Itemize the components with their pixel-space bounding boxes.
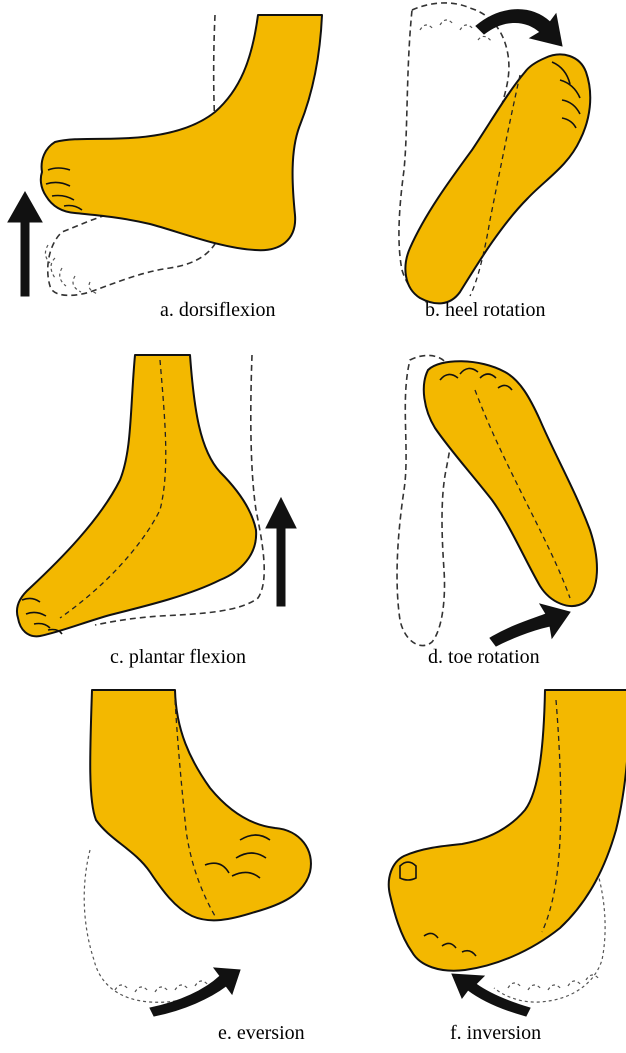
caption-dorsiflexion: a. dorsiflexion: [160, 300, 276, 320]
panel-heel-rotation: b. heel rotation: [380, 0, 626, 350]
toe-rotation-arrow-icon: [490, 604, 570, 646]
caption-plantar-flexion: c. plantar flexion: [110, 647, 246, 667]
panel-toe-rotation: d. toe rotation: [380, 350, 626, 690]
plantar-flexion-foot: [17, 355, 256, 636]
eversion-foot: [90, 690, 311, 920]
inversion-ghost-toes: [508, 975, 600, 990]
dorsiflexion-arrow-icon: [8, 192, 42, 296]
panel-eversion: e. eversion: [0, 690, 320, 1053]
inversion-illustration: [380, 690, 626, 1010]
heel-rotation-illustration: [380, 0, 626, 300]
plantar-flexion-illustration: [0, 350, 320, 650]
inversion-foot: [389, 690, 626, 971]
dorsiflexion-illustration: [0, 0, 320, 300]
eversion-illustration: [0, 690, 320, 1010]
heel-rotation-arrow-icon: [476, 10, 562, 46]
inversion-arrow-icon: [452, 974, 530, 1016]
heel-rotation-foot: [405, 54, 590, 303]
caption-heel-rotation: b. heel rotation: [425, 300, 546, 320]
dorsiflexion-foot: [41, 15, 322, 250]
plantar-flexion-arrow-icon: [266, 498, 296, 606]
eversion-ghost-toes: [115, 981, 209, 992]
dorsiflexion-ghost-toes: [45, 245, 98, 294]
eversion-arrow-icon: [150, 968, 240, 1016]
caption-inversion: f. inversion: [450, 1023, 541, 1043]
panel-dorsiflexion: a. dorsiflexion: [0, 0, 320, 350]
panel-inversion: f. inversion: [380, 690, 626, 1053]
toe-rotation-illustration: [380, 350, 626, 650]
panel-plantar-flexion: c. plantar flexion: [0, 350, 320, 690]
caption-toe-rotation: d. toe rotation: [428, 647, 540, 667]
toe-rotation-foot: [424, 361, 597, 606]
caption-eversion: e. eversion: [218, 1023, 305, 1043]
